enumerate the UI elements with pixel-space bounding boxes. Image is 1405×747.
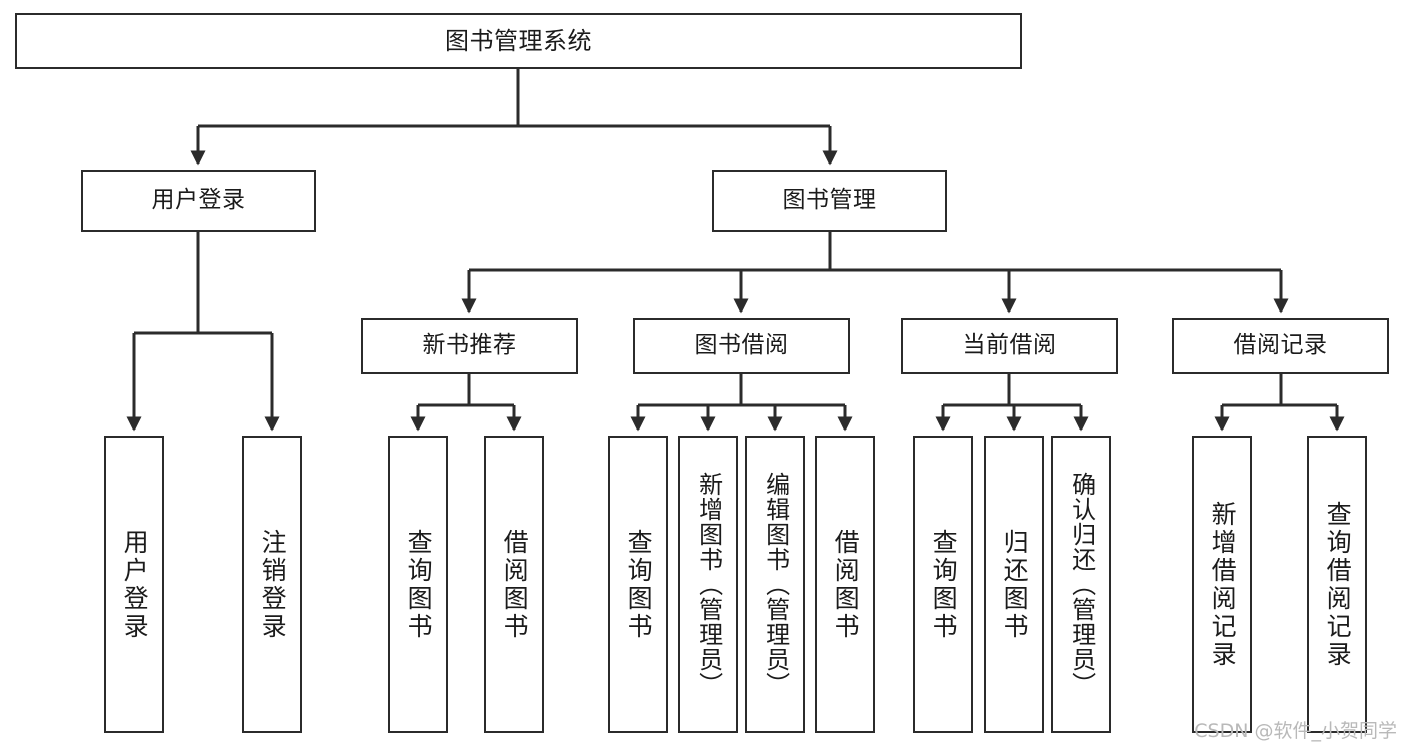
node-leaf-query-book-current[interactable]: 查询图书 <box>913 436 973 733</box>
node-new-book-recommend-label: 新书推荐 <box>422 332 517 359</box>
node-book-management[interactable]: 图书管理 <box>712 170 947 232</box>
node-leaf-query-book-current-label: 查询图书 <box>929 528 959 641</box>
node-leaf-borrow-book-label: 借阅图书 <box>831 528 861 641</box>
node-new-book-recommend[interactable]: 新书推荐 <box>361 318 578 374</box>
node-leaf-return-book-label: 归还图书 <box>1000 528 1030 641</box>
node-current-borrow-label: 当前借阅 <box>962 332 1057 359</box>
node-leaf-query-book-borrow-label: 查询图书 <box>624 528 654 641</box>
node-leaf-add-book[interactable]: 新增图书（管理员） <box>678 436 738 733</box>
node-user-login[interactable]: 用户登录 <box>81 170 316 232</box>
node-leaf-edit-book-label: 编辑图书（管理员） <box>761 472 790 697</box>
node-leaf-confirm-return-label: 确认归还（管理员） <box>1067 472 1096 697</box>
node-leaf-user-login[interactable]: 用户登录 <box>104 436 164 733</box>
node-borrow-record[interactable]: 借阅记录 <box>1172 318 1389 374</box>
node-leaf-edit-book[interactable]: 编辑图书（管理员） <box>745 436 805 733</box>
node-leaf-confirm-return[interactable]: 确认归还（管理员） <box>1051 436 1111 733</box>
node-leaf-logout[interactable]: 注销登录 <box>242 436 302 733</box>
csdn-watermark: CSDN @软件_小贺同学 <box>1194 720 1397 742</box>
node-book-management-label: 图书管理 <box>782 187 877 214</box>
node-leaf-add-book-label: 新增图书（管理员） <box>694 472 723 697</box>
node-leaf-query-book-borrow[interactable]: 查询图书 <box>608 436 668 733</box>
node-borrow-record-label: 借阅记录 <box>1233 332 1328 359</box>
node-leaf-query-record-label: 查询借阅记录 <box>1323 500 1353 669</box>
node-book-borrow[interactable]: 图书借阅 <box>633 318 850 374</box>
node-leaf-borrow-book-new[interactable]: 借阅图书 <box>484 436 544 733</box>
node-leaf-borrow-book-new-label: 借阅图书 <box>500 528 530 641</box>
node-leaf-query-book-new-label: 查询图书 <box>404 528 434 641</box>
node-current-borrow[interactable]: 当前借阅 <box>901 318 1118 374</box>
node-leaf-borrow-book[interactable]: 借阅图书 <box>815 436 875 733</box>
node-root-label: 图书管理系统 <box>445 26 592 55</box>
node-leaf-user-login-label: 用户登录 <box>120 528 150 641</box>
node-leaf-logout-label: 注销登录 <box>258 528 288 641</box>
node-leaf-query-record[interactable]: 查询借阅记录 <box>1307 436 1367 733</box>
node-leaf-add-record-label: 新增借阅记录 <box>1208 500 1238 669</box>
node-book-borrow-label: 图书借阅 <box>694 332 789 359</box>
node-leaf-add-record[interactable]: 新增借阅记录 <box>1192 436 1252 733</box>
node-leaf-query-book-new[interactable]: 查询图书 <box>388 436 448 733</box>
node-user-login-label: 用户登录 <box>151 187 246 214</box>
node-root[interactable]: 图书管理系统 <box>15 13 1022 69</box>
node-leaf-return-book[interactable]: 归还图书 <box>984 436 1044 733</box>
